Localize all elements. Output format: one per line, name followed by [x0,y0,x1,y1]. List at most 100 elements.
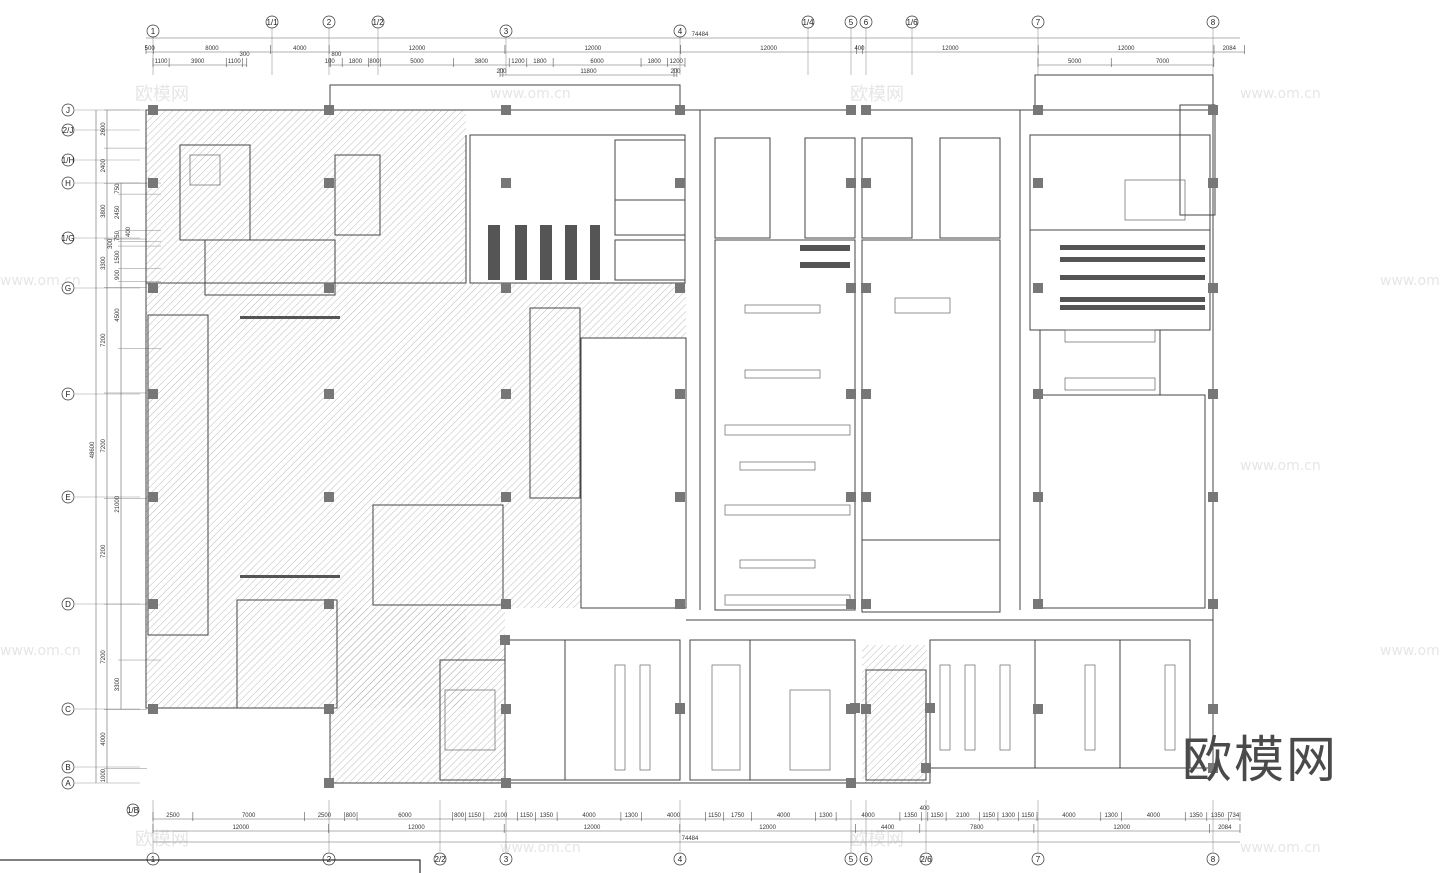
dimension-label: 800 [369,59,380,65]
column [861,492,871,502]
axis-bubble [844,852,858,866]
dimension-label: 1000 [101,768,107,782]
column [324,105,334,115]
axis-label-E: E [65,493,70,502]
column [324,283,334,293]
dimension-label: 7200 [101,438,107,452]
column [675,599,685,609]
dimension-label: 4500 [115,308,121,322]
axis-label-F: F [66,390,71,399]
axis-bubble [1031,852,1045,866]
axis-label-6: 6 [864,18,869,27]
dimension-label: 1800 [533,59,547,65]
column [148,704,158,714]
dimension-label: 200 [496,69,507,75]
column [501,704,511,714]
axis-label-1/H: 1/H [62,156,75,165]
dimension-label: 1150 [520,813,534,819]
column [501,178,511,188]
column [501,778,511,788]
axis-label-3: 3 [504,855,509,864]
dimension-label: 400 [854,46,865,52]
column [324,778,334,788]
axis-bubble [673,852,687,866]
column [324,599,334,609]
total-width-label: 74484 [682,836,699,842]
axis-bubble [61,153,75,167]
column [501,599,511,609]
axis-bubble [61,103,75,117]
dimension-label: 12000 [584,46,601,52]
axis-label-5: 5 [849,18,854,27]
column [1208,763,1218,773]
dimension-label: 2450 [115,205,121,219]
dimension-label: 7200 [101,544,107,558]
dimension-label: 300 [108,238,114,249]
dimension-label: 1100 [228,59,242,65]
axis-bubble [61,231,75,245]
axis-label-row-tag: 1/B [127,806,139,815]
hatched-areas [146,110,927,783]
column [324,178,334,188]
title-frame-line [0,859,421,873]
axis-bubble [322,852,336,866]
watermark-url-text: www.om.cn [1380,273,1441,289]
dimension-label: 12000 [759,825,776,831]
column [846,105,856,115]
axis-bubble [61,597,75,611]
dimension-label: 2400 [101,158,107,172]
dimension-label: 7000 [242,813,256,819]
column [675,283,685,293]
column [148,283,158,293]
grid-lines [75,28,1214,852]
dimension-label: 7200 [101,650,107,664]
column [148,599,158,609]
axis-label-3: 3 [504,27,509,36]
dimension-label: 750 [115,183,121,194]
axis-label-1/4: 1/4 [802,18,814,27]
column [1033,492,1043,502]
column [861,389,871,399]
axis-bubble [61,776,75,790]
axis-bubble [844,15,858,29]
axis-bubble [1206,15,1220,29]
dimension-label: 7200 [101,333,107,347]
dimension-label: 1150 [468,813,482,819]
dimension-label: 3300 [115,677,121,691]
column [501,389,511,399]
dimension-label: 7000 [1156,59,1170,65]
watermark-logo-text: 欧模网 [135,829,189,850]
axis-bubble [801,15,815,29]
axis-bubble [61,760,75,774]
column [1208,599,1218,609]
dimension-label: 900 [115,269,121,280]
dimension-label: 734 [1229,813,1240,819]
axis-bubble [673,24,687,38]
column [1033,389,1043,399]
axis-bubble [61,387,75,401]
axis-label-4: 4 [678,27,683,36]
dimension-label: 3800 [101,204,107,218]
dimension-label: 11800 [580,69,597,75]
column [501,492,511,502]
column [846,283,856,293]
column [675,178,685,188]
dimension-label: 12000 [942,46,959,52]
dimension-label: 1350 [540,813,554,819]
column [501,283,511,293]
dimension-label: 2500 [318,813,332,819]
dimension-label: 2084 [1223,46,1237,52]
dimension-label: 4000 [1062,813,1076,819]
column [1033,283,1043,293]
dimension-label: 1800 [349,59,363,65]
axis-label-J: J [66,106,70,115]
column [861,704,871,714]
dimension-label: 800 [454,813,465,819]
column [921,763,931,773]
column [148,492,158,502]
column [846,389,856,399]
axis-label-2/6: 2/6 [920,855,932,864]
dimension-label: 3300 [101,256,107,270]
dimension-label: 1150 [1021,813,1035,819]
axis-bubble [61,176,75,190]
